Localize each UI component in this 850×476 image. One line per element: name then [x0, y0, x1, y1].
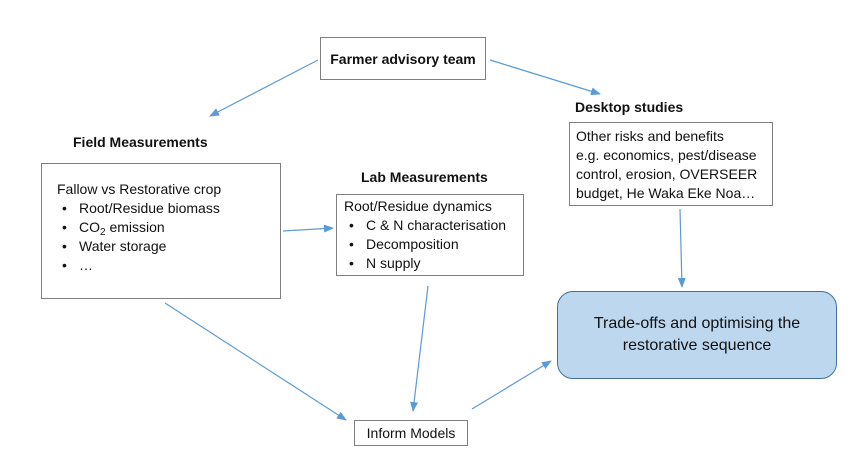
field-item-co2: CO2 emission	[57, 218, 280, 238]
arrow-field-to-models	[164, 302, 347, 421]
tradeoffs-node: Trade-offs and optimising the restorativ…	[557, 291, 837, 379]
lab-item-cn: C & N characterisation	[344, 216, 523, 235]
co2-subscript: 2	[100, 227, 106, 238]
lab-measurements-node: Root/Residue dynamics C & N characterisa…	[336, 194, 524, 276]
arrow-advisory-to-desktop	[489, 59, 601, 96]
field-item-biomass: Root/Residue biomass	[57, 199, 280, 218]
desktop-line-2: e.g. economics, pest/disease	[576, 147, 757, 163]
field-item-water: Water storage	[57, 237, 280, 256]
inform-models-node: Inform Models	[354, 420, 468, 446]
desktop-studies-heading: Desktop studies	[575, 99, 684, 115]
lab-measurements-heading: Lab Measurements	[361, 169, 488, 185]
desktop-studies-node: Other risks and benefits e.g. economics,…	[569, 122, 773, 206]
farmer-advisory-team-label: Farmer advisory team	[330, 50, 476, 67]
field-intro: Fallow vs Restorative crop	[57, 181, 222, 197]
lab-list: C & N characterisation Decomposition N s…	[344, 216, 523, 273]
field-measurements-node: Fallow vs Restorative crop Root/Residue …	[41, 163, 281, 299]
field-measurements-heading: Field Measurements	[73, 134, 208, 150]
co2-text: CO	[79, 219, 100, 235]
field-item-ellipsis: …	[57, 256, 280, 275]
arrow-desktop-to-tradeoff	[677, 208, 686, 288]
inform-models-label: Inform Models	[366, 425, 456, 441]
desktop-line-3: control, erosion, OVERSEER	[576, 166, 758, 182]
lab-item-nsupply: N supply	[344, 254, 523, 273]
desktop-line-1: Other risks and benefits	[576, 128, 724, 144]
desktop-line-4: budget, He Waka Eke Noa…	[576, 185, 756, 201]
co2-suffix: emission	[105, 219, 165, 235]
farmer-advisory-team-node: Farmer advisory team	[320, 37, 486, 80]
field-list: Root/Residue biomass CO2 emission Water …	[57, 199, 280, 275]
lab-item-decomposition: Decomposition	[344, 235, 523, 254]
arrow-lab-to-models	[410, 285, 429, 412]
tradeoffs-label: Trade-offs and optimising the restorativ…	[593, 315, 801, 354]
arrow-field-to-lab	[282, 224, 334, 233]
lab-intro: Root/Residue dynamics	[344, 198, 492, 214]
arrow-models-to-tradeoff	[471, 360, 552, 410]
arrow-advisory-to-field	[209, 59, 319, 117]
